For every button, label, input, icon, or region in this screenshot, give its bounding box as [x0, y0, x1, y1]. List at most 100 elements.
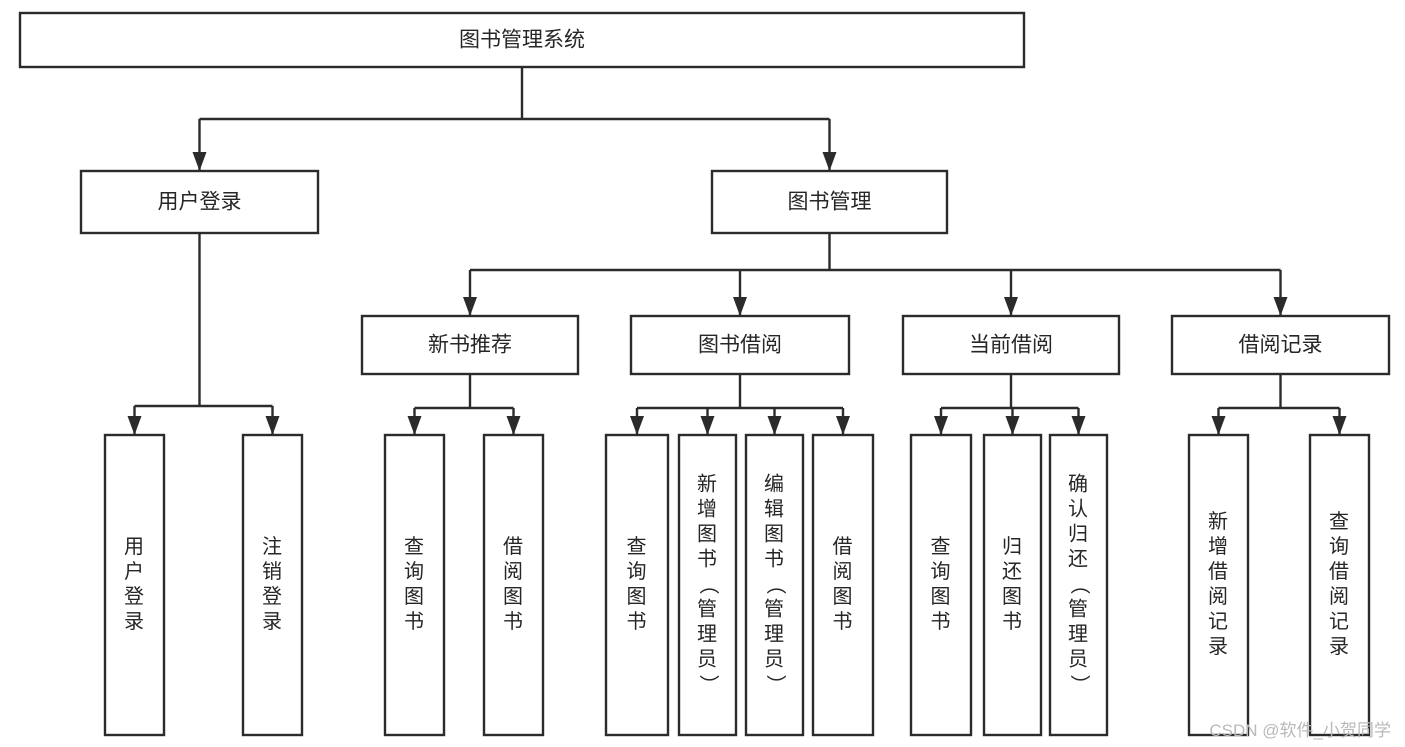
- leaf-label-char: 阅: [1208, 585, 1229, 608]
- node-rect: [901, 314, 1121, 376]
- leaf-label-char: 归: [1002, 535, 1023, 558]
- node-rect: [744, 433, 805, 737]
- node-rect: [710, 169, 949, 235]
- level3-node-新书推荐-0[interactable]: 新书推荐: [360, 314, 580, 376]
- level3-node-图书借阅-1[interactable]: 图书借阅: [629, 314, 851, 376]
- level3-node-当前借阅-2[interactable]: 当前借阅: [901, 314, 1121, 376]
- leaf-label-char: 书: [503, 610, 524, 633]
- leaf-label-char: 用: [124, 536, 145, 558]
- leaf-label-char: 员: [764, 648, 785, 670]
- leaf-label-char: 图: [764, 523, 785, 545]
- leaf-label-char: 查: [1329, 510, 1350, 533]
- leaf-label-char: 书: [627, 610, 648, 633]
- leaf-label-char: 归: [1068, 522, 1089, 545]
- leaf-label-char: 书: [764, 547, 785, 570]
- node-rect: [79, 169, 320, 235]
- arrow-head-icon: [1005, 416, 1020, 435]
- leaf-node-用户登录-0[interactable]: 用户登录: [103, 433, 166, 737]
- leaf-label-char: 登: [124, 585, 145, 608]
- leaf-label-char: 录: [1208, 636, 1229, 658]
- arrow-head-icon: [192, 152, 207, 171]
- leaf-label-char: 员: [1068, 648, 1089, 670]
- leaf-label-char: ）: [1068, 675, 1091, 696]
- leaf-label-char: 理: [764, 623, 785, 645]
- leaf-label-char: 书: [404, 610, 425, 633]
- leaf-label-char: 员: [697, 648, 718, 670]
- arrow-head-icon: [733, 297, 747, 316]
- arrow-head-icon: [1004, 297, 1018, 316]
- node-label: 图书借阅: [698, 334, 782, 357]
- node-rect: [811, 433, 875, 737]
- level2-node-用户登录-0[interactable]: 用户登录: [79, 169, 320, 235]
- leaf-label-char: 增: [697, 497, 718, 520]
- node-rect: [1048, 433, 1109, 737]
- leaf-label-char: 书: [697, 547, 718, 570]
- leaf-label-char: 查: [627, 535, 648, 558]
- arrow-head-icon: [630, 416, 644, 435]
- node-rect: [482, 433, 545, 737]
- leaf-label-char: 查: [931, 535, 952, 558]
- leaf-label-char: 书: [833, 610, 854, 633]
- leaf-label-char: 理: [1068, 623, 1089, 645]
- leaf-label-char: 新: [1208, 510, 1229, 533]
- level2-node-图书管理-1[interactable]: 图书管理: [710, 169, 949, 235]
- leaf-label-char: 询: [627, 560, 648, 583]
- leaf-label-char: 录: [262, 611, 283, 633]
- leaf-label-char: （: [1068, 575, 1091, 596]
- leaf-label-char: 录: [124, 611, 145, 633]
- arrow-head-icon: [1211, 416, 1226, 435]
- leaf-label-char: 注: [262, 535, 283, 558]
- arrow-head-icon: [700, 416, 715, 435]
- leaf-label-char: 图: [931, 586, 952, 608]
- node-rect: [18, 11, 1026, 69]
- arrow-head-icon: [836, 416, 850, 435]
- node-label: 用户登录: [158, 191, 242, 214]
- leaf-label-char: 还: [1068, 547, 1089, 570]
- node-label: 图书管理系统: [459, 29, 585, 52]
- leaf-label-char: 图: [697, 523, 718, 545]
- arrow-head-icon: [407, 416, 422, 435]
- leaf-label-char: 图: [627, 586, 648, 608]
- leaf-label-char: 图: [404, 586, 425, 608]
- leaf-label-char: 图: [833, 586, 854, 608]
- level3-node-借阅记录-3[interactable]: 借阅记录: [1170, 314, 1391, 376]
- leaf-label-char: 书: [931, 610, 952, 633]
- leaf-label-char: 阅: [503, 560, 524, 583]
- leaf-label-char: 图: [503, 586, 524, 608]
- leaf-label-char: 录: [1329, 636, 1350, 658]
- node-rect: [1170, 314, 1391, 376]
- leaf-label-char: 管: [697, 597, 718, 620]
- node-rect: [383, 433, 446, 737]
- arrow-head-icon: [767, 416, 782, 435]
- node-rect: [1187, 433, 1250, 737]
- leaf-label-char: 阅: [1329, 585, 1350, 608]
- node-rect: [677, 433, 738, 737]
- leaf-label-char: （: [764, 575, 787, 596]
- arrow-head-icon: [1071, 416, 1086, 435]
- leaf-label-char: 还: [1002, 560, 1023, 583]
- arrow-head-icon: [822, 152, 837, 171]
- root-node[interactable]: 图书管理系统: [18, 11, 1026, 69]
- leaf-label-char: ）: [764, 675, 787, 696]
- node-boxes: 图书管理系统用户登录图书管理新书推荐图书借阅当前借阅借阅记录用户登录注销登录查询…: [18, 11, 1391, 737]
- leaf-label-char: 记: [1329, 610, 1350, 633]
- node-rect: [982, 433, 1043, 737]
- node-rect: [1308, 433, 1371, 737]
- leaf-label-char: 管: [1068, 597, 1089, 620]
- leaf-label-char: 辑: [764, 497, 785, 520]
- leaf-label-char: 销: [262, 560, 283, 583]
- node-label: 新书推荐: [428, 334, 512, 357]
